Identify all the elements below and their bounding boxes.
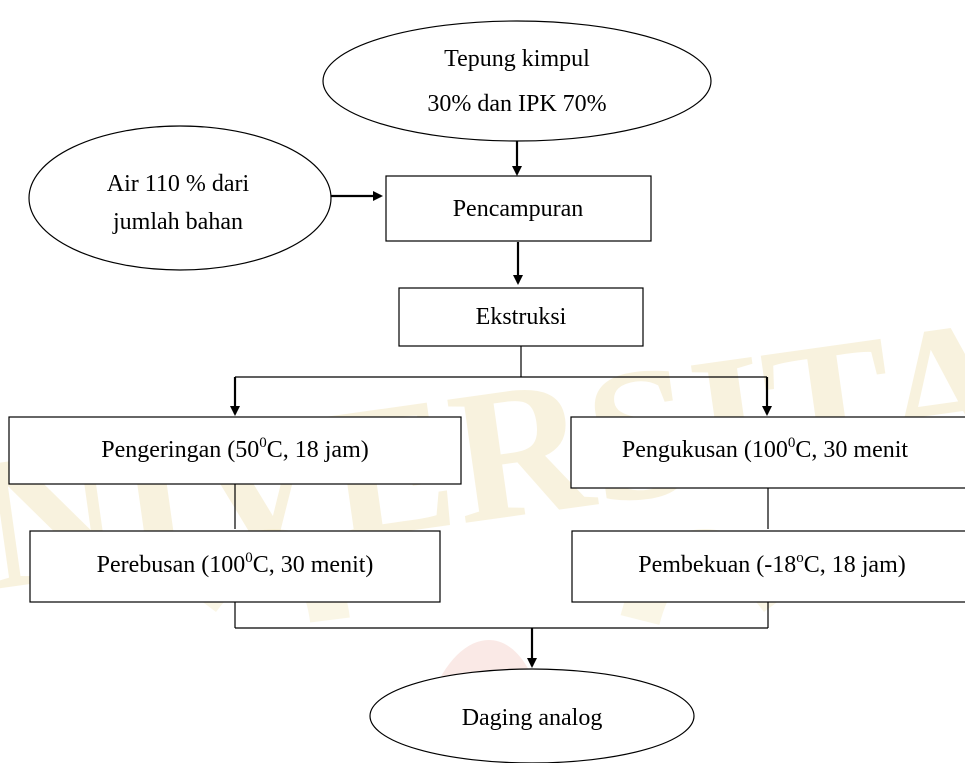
node-input-flour-line2: 30% dan IPK 70% — [427, 91, 606, 117]
node-output: Daging analog — [369, 668, 695, 763]
node-input-water-line1: Air 110 % dari — [107, 171, 250, 197]
node-steaming: Pengukusan (1000C, 30 menit — [570, 416, 965, 489]
node-drying-label-post: C, 18 jam) — [267, 437, 369, 463]
node-freezing-label-sup: o — [796, 550, 804, 566]
node-boiling: Perebusan (1000C, 30 menit) — [29, 530, 441, 603]
node-input-flour-line1: Tepung kimpul — [444, 46, 590, 72]
node-steaming-shape — [570, 416, 965, 489]
node-drying: Pengeringan (500C, 18 jam) — [8, 416, 462, 485]
node-input-flour: Tepung kimpul 30% dan IPK 70% — [322, 20, 712, 142]
node-input-water: Air 110 % dari jumlah bahan — [28, 125, 332, 271]
node-output-label: Daging analog — [462, 705, 603, 731]
node-freezing-label-pre: Pembekuan (-18 — [638, 552, 796, 578]
node-boiling-label-pre: Perebusan (100 — [97, 552, 246, 578]
node-steaming-label-pre: Pengukusan (100 — [622, 437, 788, 463]
node-boiling-label-sup: 0 — [245, 550, 253, 566]
node-mixing-label: Pencampuran — [453, 196, 584, 222]
node-mixing: Pencampuran — [385, 175, 652, 242]
node-freezing-label-post: C, 18 jam) — [804, 552, 906, 578]
node-freezing-label: Pembekuan (-18oC, 18 jam) — [638, 550, 905, 578]
node-boiling-label-post: C, 30 menit) — [253, 552, 374, 578]
connectors — [230, 141, 772, 668]
node-freezing-shape — [571, 530, 965, 603]
node-input-water-shape — [28, 125, 332, 271]
node-extrusion: Ekstruksi — [398, 287, 644, 347]
node-input-water-line2: jumlah bahan — [112, 209, 243, 235]
node-drying-shape — [8, 416, 462, 485]
node-boiling-shape — [29, 530, 441, 603]
node-extrusion-shape — [398, 287, 644, 347]
node-output-shape — [369, 668, 695, 763]
node-input-flour-shape — [322, 20, 712, 142]
node-extrusion-label: Ekstruksi — [476, 304, 567, 330]
node-drying-label-pre: Pengeringan (50 — [101, 437, 259, 463]
node-drying-label: Pengeringan (500C, 18 jam) — [101, 435, 368, 463]
node-steaming-label-sup: 0 — [788, 435, 796, 451]
node-steaming-label-post: C, 30 menit — [795, 437, 908, 463]
node-steaming-label: Pengukusan (1000C, 30 menit — [622, 435, 908, 463]
node-freezing: Pembekuan (-18oC, 18 jam) — [571, 530, 965, 603]
node-mixing-shape — [385, 175, 652, 242]
node-boiling-label: Perebusan (1000C, 30 menit) — [97, 550, 374, 578]
node-drying-label-sup: 0 — [259, 435, 267, 451]
